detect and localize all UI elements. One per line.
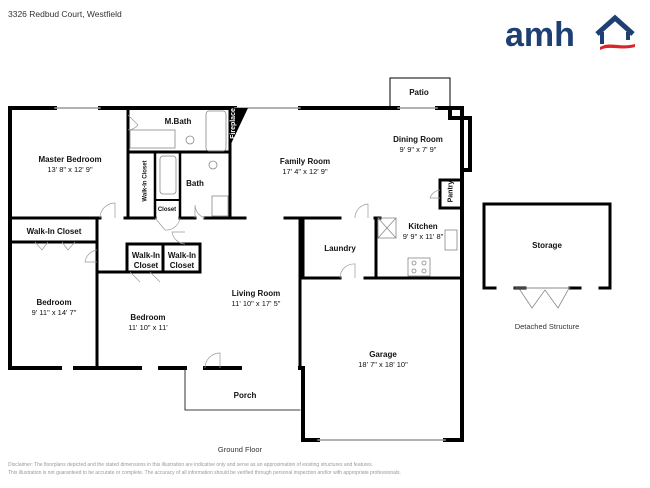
- room-name: Patio: [409, 88, 429, 97]
- room-name: Porch: [233, 391, 257, 400]
- room-walkin-closet-bed1: Walk-In Closet: [27, 227, 82, 237]
- room-dims: 18' 7" x 18' 10": [358, 360, 408, 369]
- room-name: Walk-In Closet: [26, 227, 82, 236]
- room-closet: Closet: [158, 205, 176, 215]
- room-name: Family Room: [279, 157, 331, 166]
- room-storage: Storage: [532, 241, 562, 251]
- room-dims: 17' 4" x 12' 9": [282, 167, 328, 176]
- property-address: 3326 Redbud Court, Westfield: [8, 9, 122, 19]
- room-name: Kitchen: [408, 222, 438, 231]
- room-dims: 9' 11" x 14' 7": [31, 308, 77, 317]
- room-name: Fireplace: [229, 108, 237, 139]
- disclaimer-line-2: This illustration is not guaranteed to b…: [8, 470, 401, 476]
- room-dims: 13' 8" x 12' 9": [47, 165, 93, 174]
- room-porch: Porch: [234, 391, 257, 401]
- room-patio: Patio: [409, 88, 429, 98]
- detached-structure-caption: Detached Structure: [514, 322, 580, 331]
- room-bath: Bath: [186, 179, 204, 189]
- room-dims: 9' 9" x 7' 9": [399, 145, 437, 154]
- room-name: Garage: [369, 350, 397, 359]
- room-name: Master Bedroom: [38, 155, 102, 164]
- svg-text:amh: amh: [505, 16, 575, 54]
- room-dims: 11' 10" x 11': [128, 323, 168, 332]
- room-m-bath: M.Bath: [165, 117, 192, 127]
- room-name: Storage: [532, 241, 562, 250]
- room-name: Closet: [169, 261, 195, 270]
- room-dims: 11' 10" x 17' 5": [231, 299, 281, 308]
- room-name: Living Room: [231, 289, 281, 298]
- room-name: Walk-In: [167, 251, 197, 260]
- room-fireplace: Fireplace: [230, 108, 237, 139]
- floor-caption: Ground Floor: [217, 445, 263, 454]
- room-name: Closet: [157, 207, 177, 213]
- room-name: Walk-In Closet: [142, 160, 149, 202]
- room-name: Laundry: [324, 244, 356, 253]
- room-name: Bedroom: [130, 313, 166, 322]
- fireplace-icon: [230, 108, 248, 146]
- room-name: Closet: [133, 261, 159, 270]
- room-name: Walk-In: [131, 251, 161, 260]
- room-laundry: Laundry: [324, 244, 356, 254]
- room-pantry: Pantry: [447, 181, 454, 203]
- room-name: Bath: [186, 179, 204, 188]
- room-name: M.Bath: [164, 117, 192, 126]
- amh-logo: amh: [505, 14, 635, 54]
- room-dims: 9' 9" x 11' 8": [402, 232, 444, 241]
- disclaimer-line-1: Disclaimer: The floorplans depicted and …: [8, 462, 374, 468]
- house-icon: [595, 14, 635, 50]
- room-name: Dining Room: [393, 135, 443, 144]
- room-name: Pantry: [447, 180, 455, 203]
- room-walkin-closet-master: Walk-In Closet: [143, 160, 149, 201]
- room-name: Bedroom: [36, 298, 72, 307]
